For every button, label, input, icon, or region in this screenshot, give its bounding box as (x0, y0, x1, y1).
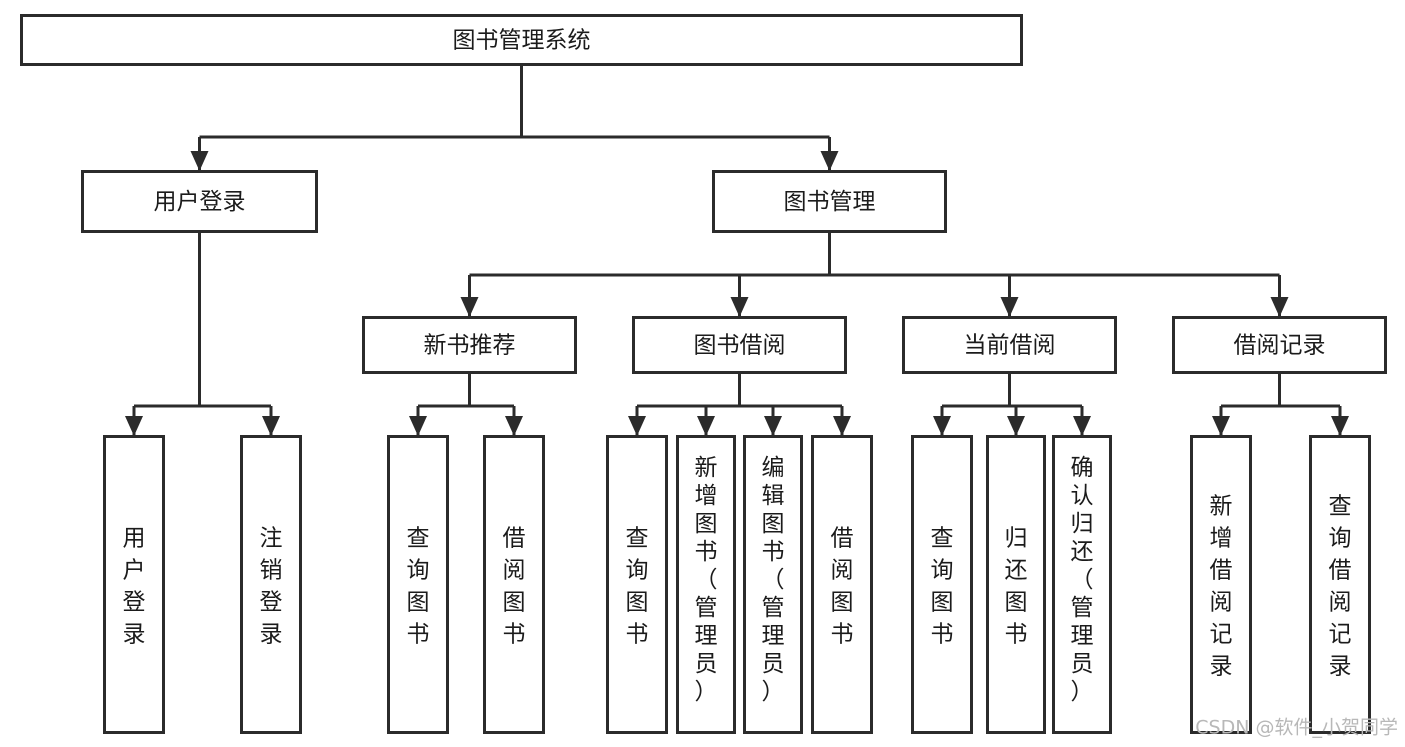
node-label-leaf-bo-borrow: 借阅图书 (831, 525, 854, 647)
node-box-leaf-bo-add (676, 435, 736, 734)
edge-group-login (125, 233, 280, 436)
node-box-leaf-re-add (1190, 435, 1252, 734)
edge-group-bookmgmt (460, 233, 1289, 317)
node-leaf-user-logout[interactable]: 注销登录 (240, 435, 302, 734)
node-box-leaf-bo-edit (743, 435, 803, 734)
node-leaf-bo-query[interactable]: 查询图书 (606, 435, 668, 734)
node-leaf-bo-add[interactable]: 新增图书（管理员） (676, 435, 736, 734)
node-leaf-re-add[interactable]: 新增借阅记录 (1190, 435, 1252, 734)
node-label-newbook: 新书推荐 (424, 333, 516, 359)
arrow-head-icon (1270, 297, 1289, 317)
node-box-newbook (362, 316, 577, 374)
node-label-leaf-cu-query: 查询图书 (931, 525, 954, 647)
node-borrow[interactable]: 图书借阅 (632, 316, 847, 374)
node-label-leaf-nb-borrow: 借阅图书 (503, 525, 526, 647)
node-box-leaf-nb-query (387, 435, 449, 734)
node-box-current (902, 316, 1117, 374)
node-leaf-bo-borrow[interactable]: 借阅图书 (811, 435, 873, 734)
node-box-leaf-bo-query (606, 435, 668, 734)
node-leaf-user-login[interactable]: 用户登录 (103, 435, 165, 734)
edge-group-borrow (628, 374, 851, 436)
node-label-leaf-cu-return: 归还图书 (1005, 525, 1028, 647)
csdn-watermark: CSDN @软件_小贺同学 (1195, 717, 1398, 739)
node-box-leaf-user-logout (240, 435, 302, 734)
node-leaf-cu-confirm[interactable]: 确认归还（管理员） (1052, 435, 1112, 734)
arrow-head-icon (933, 416, 951, 436)
node-box-login (81, 170, 318, 233)
node-label-leaf-re-query: 查询借阅记录 (1329, 493, 1352, 679)
node-label-leaf-re-add: 新增借阅记录 (1210, 493, 1233, 679)
node-box-leaf-re-query (1309, 435, 1371, 734)
node-leaf-bo-edit[interactable]: 编辑图书（管理员） (743, 435, 803, 734)
node-records[interactable]: 借阅记录 (1172, 316, 1387, 374)
node-leaf-cu-query[interactable]: 查询图书 (911, 435, 973, 734)
node-box-leaf-nb-borrow (483, 435, 545, 734)
node-layer: 图书管理系统用户登录图书管理新书推荐图书借阅当前借阅借阅记录用户登录注销登录查询… (20, 14, 1387, 734)
edge-group-current (933, 374, 1091, 436)
node-newbook[interactable]: 新书推荐 (362, 316, 577, 374)
node-label-leaf-user-logout: 注销登录 (260, 525, 283, 647)
arrow-head-icon (820, 151, 839, 171)
arrow-head-icon (730, 297, 749, 317)
node-label-root: 图书管理系统 (453, 28, 591, 54)
node-leaf-re-query[interactable]: 查询借阅记录 (1309, 435, 1371, 734)
node-box-leaf-cu-confirm (1052, 435, 1112, 734)
node-label-current: 当前借阅 (964, 333, 1056, 359)
node-box-leaf-user-login (103, 435, 165, 734)
arrow-head-icon (1212, 416, 1230, 436)
node-label-leaf-bo-query: 查询图书 (626, 525, 649, 647)
node-box-leaf-cu-query (911, 435, 973, 734)
arrow-head-icon (833, 416, 851, 436)
arrow-head-icon (125, 416, 143, 436)
node-label-leaf-cu-confirm: 确认归还（管理员） (1071, 455, 1094, 705)
arrow-head-icon (764, 416, 782, 436)
arrow-head-icon (628, 416, 646, 436)
node-box-records (1172, 316, 1387, 374)
edge-group-records (1212, 374, 1349, 436)
arrow-head-icon (1331, 416, 1349, 436)
node-label-login: 用户登录 (154, 189, 246, 215)
arrow-head-icon (190, 151, 209, 171)
node-label-records: 借阅记录 (1234, 333, 1326, 359)
node-box-leaf-cu-return (986, 435, 1046, 734)
edge-group-newbook (409, 374, 523, 436)
node-label-leaf-nb-query: 查询图书 (407, 525, 430, 647)
node-login[interactable]: 用户登录 (81, 170, 318, 233)
arrow-head-icon (697, 416, 715, 436)
arrow-head-icon (1007, 416, 1025, 436)
node-bookmgmt[interactable]: 图书管理 (712, 170, 947, 233)
node-label-bookmgmt: 图书管理 (784, 189, 876, 215)
node-leaf-nb-query[interactable]: 查询图书 (387, 435, 449, 734)
edge-group-root (190, 66, 839, 171)
node-label-leaf-bo-edit: 编辑图书（管理员） (762, 455, 785, 705)
arrow-head-icon (460, 297, 479, 317)
node-label-borrow: 图书借阅 (694, 333, 786, 359)
node-label-leaf-bo-add: 新增图书（管理员） (695, 455, 718, 705)
node-root[interactable]: 图书管理系统 (20, 14, 1023, 66)
node-box-root (20, 14, 1023, 66)
node-leaf-cu-return[interactable]: 归还图书 (986, 435, 1046, 734)
arrow-head-icon (409, 416, 427, 436)
arrow-head-icon (262, 416, 280, 436)
arrow-head-icon (1000, 297, 1019, 317)
node-box-borrow (632, 316, 847, 374)
arrow-head-icon (505, 416, 523, 436)
arrow-head-icon (1073, 416, 1091, 436)
node-box-leaf-bo-borrow (811, 435, 873, 734)
node-leaf-nb-borrow[interactable]: 借阅图书 (483, 435, 545, 734)
node-box-bookmgmt (712, 170, 947, 233)
node-current[interactable]: 当前借阅 (902, 316, 1117, 374)
node-label-leaf-user-login: 用户登录 (123, 525, 146, 647)
edge-layer (125, 66, 1349, 436)
